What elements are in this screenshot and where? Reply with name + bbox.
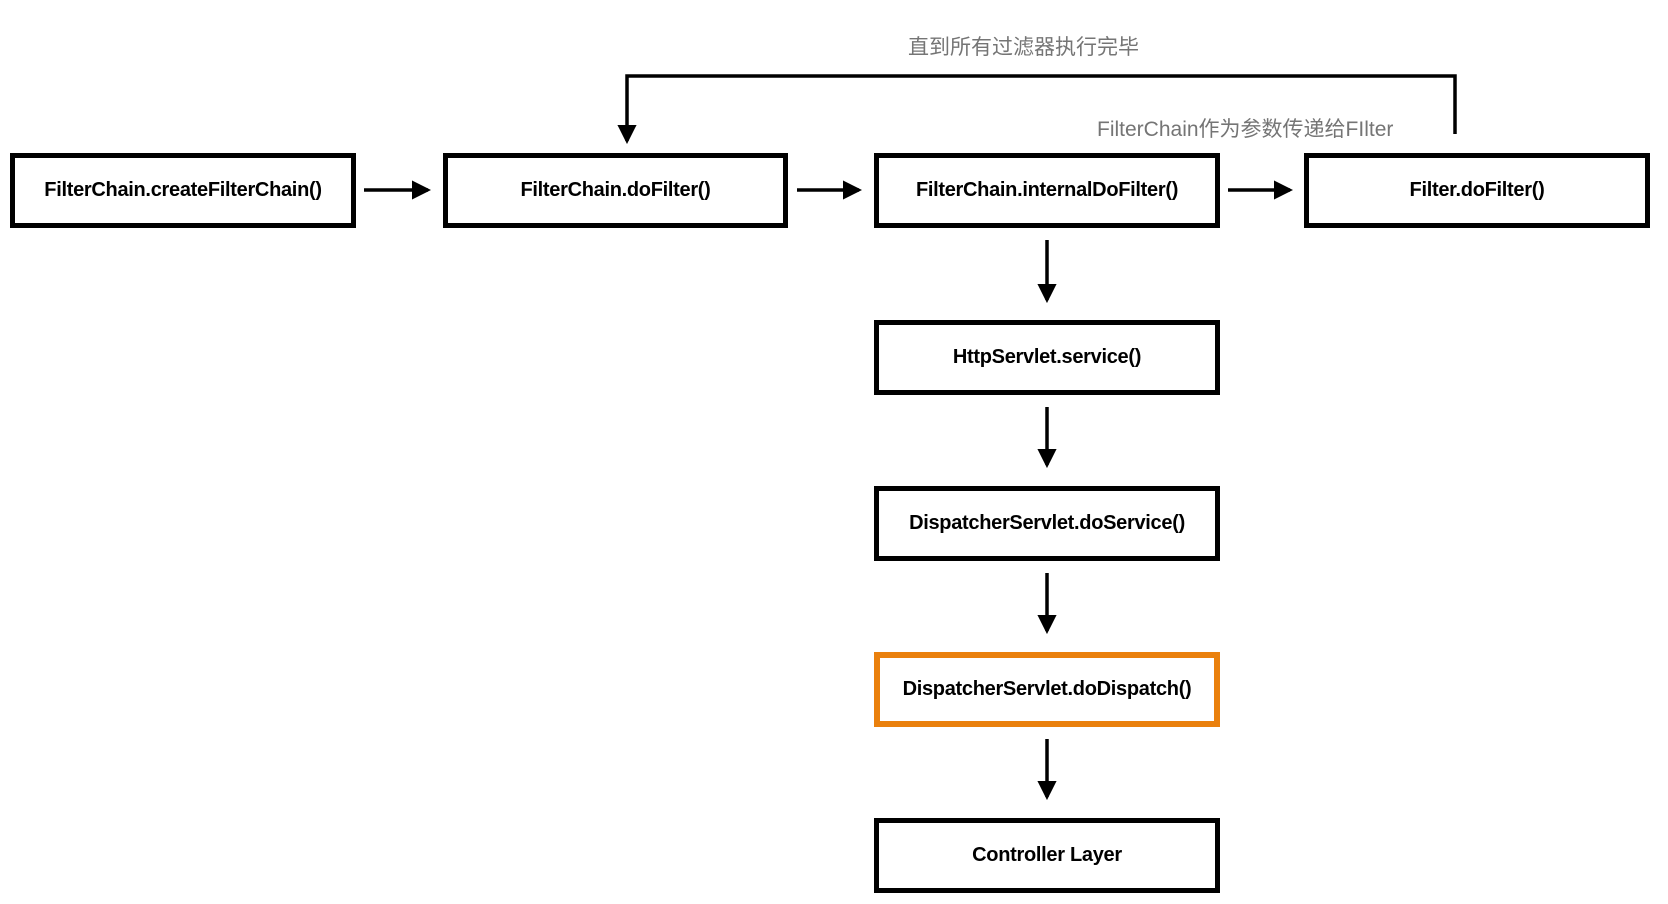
node-filterchain-dofilter: FilterChain.doFilter()	[443, 153, 788, 228]
node-controller-layer: Controller Layer	[874, 818, 1220, 893]
loop-annotation: 直到所有过滤器执行完毕	[908, 36, 1139, 59]
node-filter-dofilter: Filter.doFilter()	[1304, 153, 1650, 228]
arrow-loop-filterdofilter-to-dofilter	[617, 74, 1457, 145]
param-annotation: FilterChain作为参数传递给FIlter	[1097, 118, 1394, 141]
node-label: DispatcherServlet.doService()	[909, 512, 1185, 534]
node-filterchain-internaldofilter: FilterChain.internalDoFilter()	[874, 153, 1220, 228]
node-httpservlet-service: HttpServlet.service()	[874, 320, 1220, 395]
node-label: Filter.doFilter()	[1409, 179, 1545, 201]
node-label: FilterChain.doFilter()	[520, 179, 711, 201]
node-dispatcherservlet-doservice: DispatcherServlet.doService()	[874, 486, 1220, 561]
node-dispatcherservlet-dodispatch: DispatcherServlet.doDispatch()	[874, 652, 1220, 727]
node-filterchain-createfilterchain: FilterChain.createFilterChain()	[10, 153, 356, 228]
node-label: DispatcherServlet.doDispatch()	[902, 678, 1192, 700]
node-label: FilterChain.createFilterChain()	[44, 179, 322, 201]
node-label: FilterChain.internalDoFilter()	[915, 179, 1179, 201]
node-label: Controller Layer	[972, 844, 1122, 866]
node-label: HttpServlet.service()	[952, 346, 1142, 368]
